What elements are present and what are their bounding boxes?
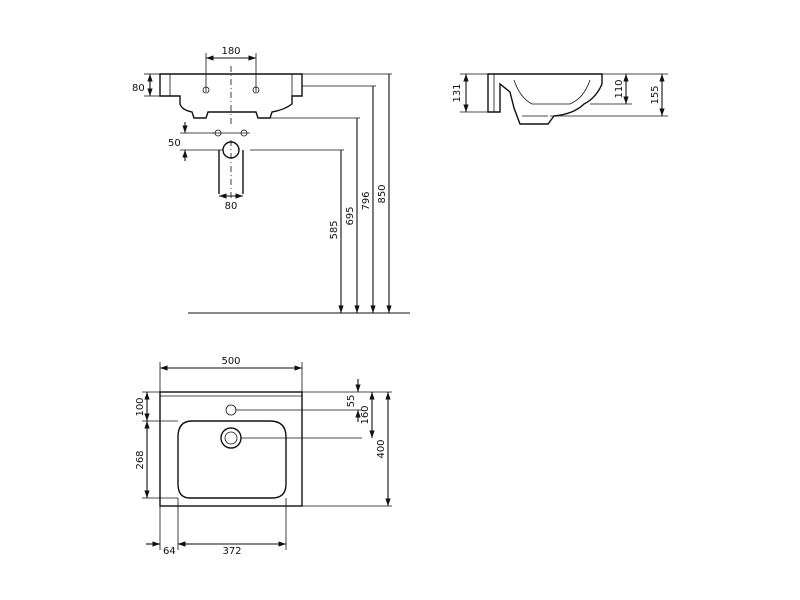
basin-side-outline <box>487 73 603 125</box>
dim-waste-spacing: 50 <box>168 138 181 149</box>
dim-height-695: 695 <box>345 206 356 225</box>
dim-height-850: 850 <box>377 184 388 203</box>
dim-plan-55: 55 <box>346 395 357 408</box>
drain-outer <box>220 427 242 449</box>
dim-plan-160: 160 <box>360 405 371 424</box>
dim-height-585: 585 <box>329 220 340 239</box>
dim-side-131: 131 <box>452 83 463 102</box>
dim-tap-spacing: 180 <box>221 46 240 57</box>
dim-plan-372: 372 <box>222 546 241 557</box>
front-view: 180 80 50 80 585 695 <box>132 46 410 314</box>
dim-plan-268: 268 <box>135 450 146 469</box>
side-view: 131 110 155 <box>452 73 668 125</box>
tap-hole-plan <box>225 404 237 416</box>
dim-height-796: 796 <box>361 191 372 210</box>
dim-side-110: 110 <box>614 79 625 98</box>
plan-view: 500 55 160 400 100 268 64 <box>135 356 392 557</box>
dim-plan-100: 100 <box>135 397 146 416</box>
basin-plan-outline <box>159 391 303 507</box>
dim-rim-height: 80 <box>132 83 145 94</box>
dim-waste-width: 80 <box>225 201 238 212</box>
dim-plan-64: 64 <box>163 546 176 557</box>
dim-plan-400: 400 <box>376 439 387 458</box>
dim-side-155: 155 <box>650 85 661 104</box>
bowl-outline <box>177 420 287 499</box>
basin-front-outline <box>159 73 303 119</box>
drain-inner <box>224 431 238 445</box>
dim-plan-width: 500 <box>221 356 240 367</box>
